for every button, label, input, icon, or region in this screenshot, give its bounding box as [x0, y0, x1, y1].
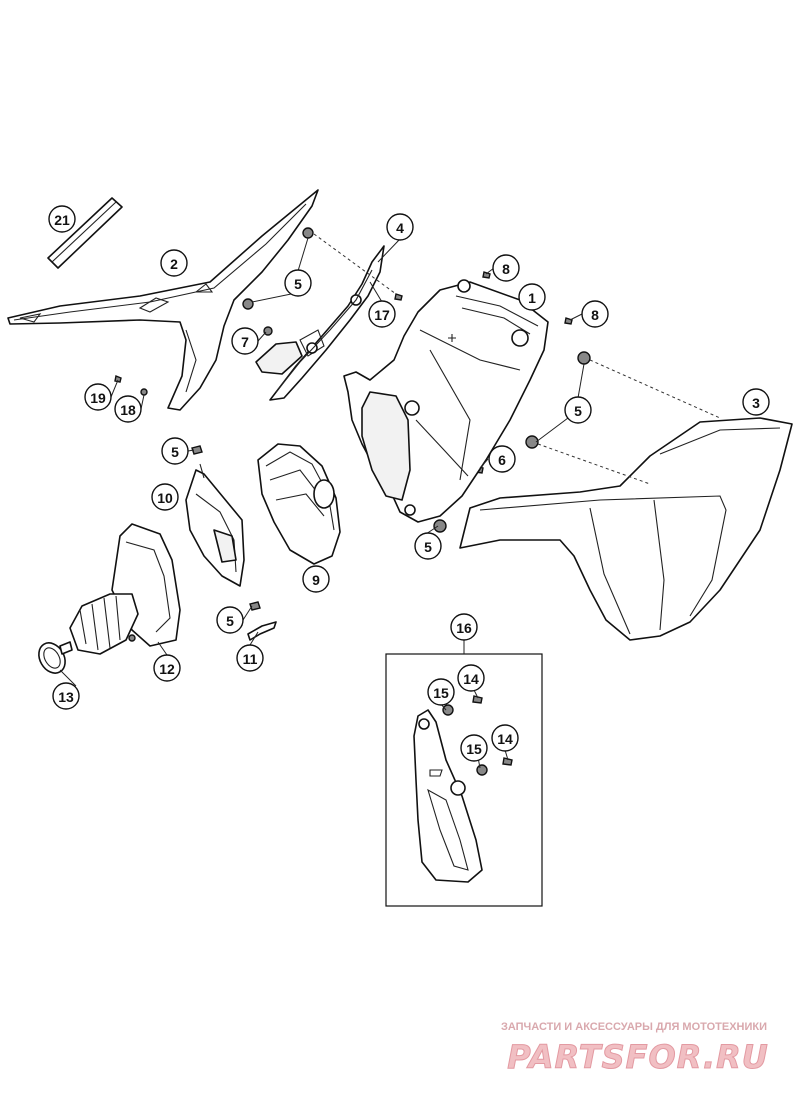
callout-number: 1 — [528, 290, 536, 306]
callout-number: 18 — [120, 402, 136, 418]
callout-number: 11 — [243, 651, 258, 667]
callout-5: 5 — [414, 532, 442, 560]
callout-circle — [48, 205, 76, 233]
callout-circle — [153, 654, 181, 682]
callout-4: 4 — [386, 213, 414, 241]
callout-19: 19 — [84, 383, 112, 411]
callout-number: 14 — [463, 671, 479, 687]
callout-circle — [236, 644, 264, 672]
callout-number: 17 — [374, 307, 390, 323]
callout-11: 11 — [236, 644, 264, 672]
callout-circle — [386, 213, 414, 241]
callout-number: 5 — [171, 444, 179, 460]
callout-circle — [492, 254, 520, 282]
callout-15: 15 — [427, 678, 455, 706]
callout-circle — [161, 437, 189, 465]
part-12-intake-boot — [69, 523, 181, 655]
watermark: ЗАПЧАСТИ И АКСЕССУАРЫ ДЛЯ МОТОТЕХНИКИ PA… — [501, 1021, 768, 1077]
callout-circle — [450, 613, 478, 641]
callout-circle — [491, 724, 519, 752]
callout-8: 8 — [581, 300, 609, 328]
callout-number: 14 — [497, 731, 513, 747]
callout-circle — [368, 300, 396, 328]
part-13-hose-clamp — [38, 641, 73, 674]
callout-12: 12 — [153, 654, 181, 682]
callout-number: 3 — [752, 395, 760, 411]
callout-number: 5 — [424, 539, 432, 555]
callout-17: 17 — [368, 300, 396, 328]
callout-5: 5 — [564, 396, 592, 424]
callout-number: 15 — [433, 685, 449, 701]
part-9-air-filter — [257, 443, 341, 565]
part-21-decal — [47, 197, 123, 269]
callout-3: 3 — [742, 388, 770, 416]
callout-circle — [742, 388, 770, 416]
callout-6: 6 — [488, 445, 516, 473]
callout-21: 21 — [48, 205, 76, 233]
callout-2: 2 — [160, 249, 188, 277]
callout-18: 18 — [114, 395, 142, 423]
callout-circle — [460, 734, 488, 762]
assembly-lines — [313, 233, 721, 485]
callout-circle — [564, 396, 592, 424]
callout-10: 10 — [151, 483, 179, 511]
part-4-side-panel — [255, 245, 385, 401]
callout-15: 15 — [460, 734, 488, 762]
callout-circle — [284, 269, 312, 297]
callout-circle — [52, 682, 80, 710]
callout-number: 9 — [312, 572, 320, 588]
callout-number: 5 — [574, 403, 582, 419]
callout-number: 8 — [591, 307, 599, 323]
callout-16: 16 — [450, 613, 478, 641]
watermark-brand: PARTSFOR.RU — [507, 1038, 768, 1076]
part-10-filter-cage — [185, 463, 245, 587]
callout-8: 8 — [492, 254, 520, 282]
callout-circle — [84, 383, 112, 411]
callout-number: 4 — [396, 220, 404, 236]
callout-circle — [151, 483, 179, 511]
callout-number: 8 — [502, 261, 510, 277]
part-2-radiator-shroud — [7, 189, 319, 411]
callout-5: 5 — [284, 269, 312, 297]
callout-circle — [216, 606, 244, 634]
callout-number: 12 — [159, 661, 175, 677]
callout-number: 21 — [54, 212, 70, 228]
callout-circle — [231, 327, 259, 355]
callout-circle — [427, 678, 455, 706]
callout-circle — [581, 300, 609, 328]
callout-circle — [518, 283, 546, 311]
callout-circle — [160, 249, 188, 277]
callout-number: 19 — [90, 390, 106, 406]
callout-14: 14 — [491, 724, 519, 752]
callout-number: 16 — [456, 620, 472, 636]
callout-9: 9 — [302, 565, 330, 593]
callout-number: 10 — [157, 490, 173, 506]
callout-7: 7 — [231, 327, 259, 355]
watermark-tagline: ЗАПЧАСТИ И АКСЕССУАРЫ ДЛЯ МОТОТЕХНИКИ — [501, 1021, 767, 1033]
callout-number: 5 — [294, 276, 302, 292]
part-3-side-cover — [459, 417, 793, 641]
callout-number: 2 — [170, 256, 178, 272]
callout-number: 7 — [241, 334, 249, 350]
part-11-clip — [191, 445, 277, 641]
callout-number: 5 — [226, 613, 234, 629]
callout-5: 5 — [161, 437, 189, 465]
callout-circle — [114, 395, 142, 423]
callout-circle — [414, 532, 442, 560]
callout-14: 14 — [457, 664, 485, 692]
part-16-kit — [385, 640, 543, 907]
callout-5: 5 — [216, 606, 244, 634]
part-1-airbox — [343, 279, 549, 523]
callout-13: 13 — [52, 682, 80, 710]
callout-number: 13 — [58, 689, 74, 705]
callout-circle — [302, 565, 330, 593]
callout-circle — [457, 664, 485, 692]
callout-number: 15 — [466, 741, 482, 757]
callout-1: 1 — [518, 283, 546, 311]
callout-number: 6 — [498, 452, 506, 468]
callout-circle — [488, 445, 516, 473]
